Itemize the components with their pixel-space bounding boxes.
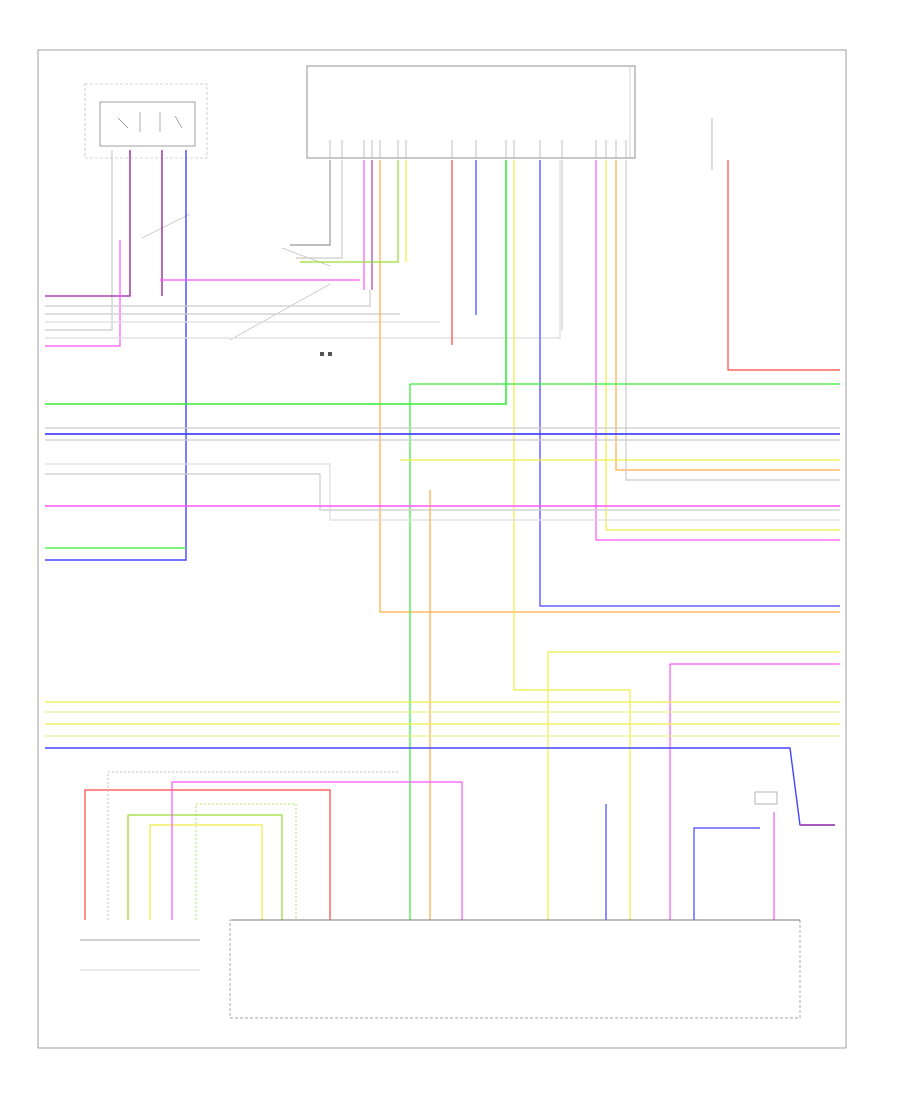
wire-gray-tm-2 [296, 160, 343, 259]
page-frame [37, 49, 847, 1049]
tcm-connector [80, 939, 200, 971]
wire-pink-tm-2 [595, 160, 840, 541]
wire-blue-left [45, 150, 187, 561]
wire-yellow-bl [149, 824, 263, 920]
wire-pink-left [45, 240, 121, 347]
wire-yellow-tm-2 [513, 160, 631, 920]
wire-yellow-tm-3 [605, 160, 840, 531]
wire-blue-br-2 [693, 827, 760, 920]
wire-red-right [727, 160, 840, 371]
wire-orange-tm-2 [615, 160, 840, 471]
wire-green-tm [45, 160, 507, 405]
wire-lime-dash [195, 803, 297, 920]
wire-gray-dash [107, 771, 400, 920]
wire-gray-left-2 [45, 290, 371, 307]
wires [45, 150, 840, 920]
wire-orange-tm [379, 160, 840, 613]
top-module [306, 65, 636, 159]
relay-box [84, 83, 208, 159]
wire-gray-long-3 [45, 463, 840, 521]
bottom-module [754, 791, 778, 805]
wire-lime-bl [127, 814, 283, 920]
wire-lime-tm [300, 160, 399, 263]
leader-line-b [141, 213, 191, 239]
wire-blue-tm-2 [539, 160, 840, 607]
wire-pink-bl [171, 781, 463, 920]
wire-gray-left-1 [45, 150, 113, 331]
leader-line-a [229, 283, 331, 341]
wire-red-bl [84, 789, 331, 920]
ground-mark-2 [328, 352, 332, 356]
wire-gray-left-5 [45, 160, 561, 339]
ground-mark-1 [320, 352, 324, 356]
wire-gray-long-4 [45, 473, 840, 511]
wire-gray-tm-1 [290, 160, 331, 246]
pcm-module [229, 919, 801, 1019]
wire-blue-b5 [45, 747, 835, 826]
wire-violet-left [45, 150, 131, 297]
top-module-pins [329, 140, 627, 158]
wire-gray-tm-4 [625, 160, 840, 481]
leader-line-c [281, 247, 331, 267]
